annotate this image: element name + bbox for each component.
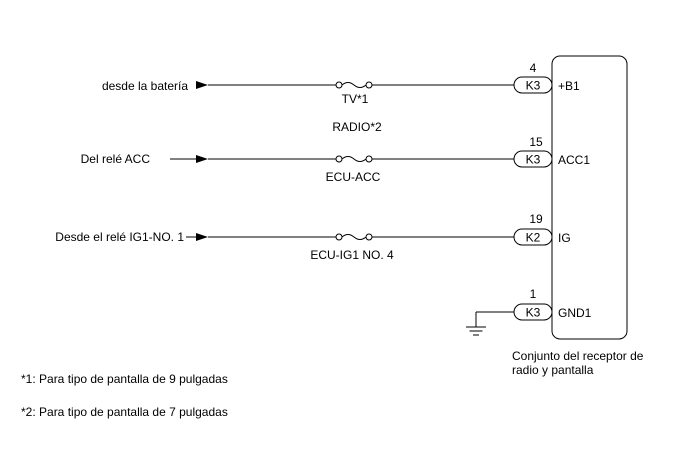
fuse-label-tv: TV*1 [342, 92, 369, 106]
source-label-battery: desde la batería [102, 79, 188, 93]
arrow-icon [196, 233, 208, 241]
wire-acc: Del relé ACC ECU-ACC 15 K3 ACC1 [81, 135, 591, 184]
terminal-label-ig: IG [558, 231, 571, 245]
connector-label: K3 [526, 153, 541, 167]
receiver-assembly-box [551, 55, 628, 340]
fuse-label-ecu-ig1: ECU-IG1 NO. 4 [310, 248, 394, 262]
wire-ground: 1 K3 GND1 [466, 287, 592, 336]
connector-pill [513, 303, 553, 321]
pin-number: 15 [529, 135, 543, 149]
wire-battery: desde la batería TV*1 RADIO*2 4 K3 +B1 [102, 61, 580, 134]
connector-label: K3 [526, 306, 541, 320]
terminal-label-b1: +B1 [558, 79, 580, 93]
connector-label: K2 [526, 231, 541, 245]
pin-number: 19 [529, 212, 543, 226]
fuse-icon [335, 81, 373, 89]
source-label-acc: Del relé ACC [81, 152, 151, 166]
ground-icon [466, 326, 486, 336]
fuse-label-radio: RADIO*2 [332, 120, 382, 134]
footnote-1: *1: Para tipo de pantalla de 9 pulgadas [21, 372, 228, 386]
connector-pill [513, 76, 553, 94]
component-label-line1: Conjunto del receptor de [512, 349, 644, 363]
connector-label: K3 [526, 79, 541, 93]
arrow-icon [196, 155, 208, 163]
terminal-label-gnd1: GND1 [558, 306, 592, 320]
wire-ig: Desde el relé IG1-NO. 1 ECU-IG1 NO. 4 19… [55, 212, 570, 262]
footnote-2: *2: Para tipo de pantalla de 7 pulgadas [21, 405, 228, 419]
terminal-label-acc1: ACC1 [558, 153, 590, 167]
fuse-icon [335, 233, 373, 241]
pin-number: 4 [530, 61, 537, 75]
fuse-label-ecu-acc: ECU-ACC [326, 170, 381, 184]
source-label-ig1: Desde el relé IG1-NO. 1 [55, 230, 184, 244]
connector-pill [513, 150, 553, 168]
arrow-icon [196, 81, 208, 89]
fuse-icon [335, 155, 373, 163]
component-label-line2: radio y pantalla [512, 363, 594, 377]
connector-pill [513, 228, 553, 246]
pin-number: 1 [530, 287, 537, 301]
